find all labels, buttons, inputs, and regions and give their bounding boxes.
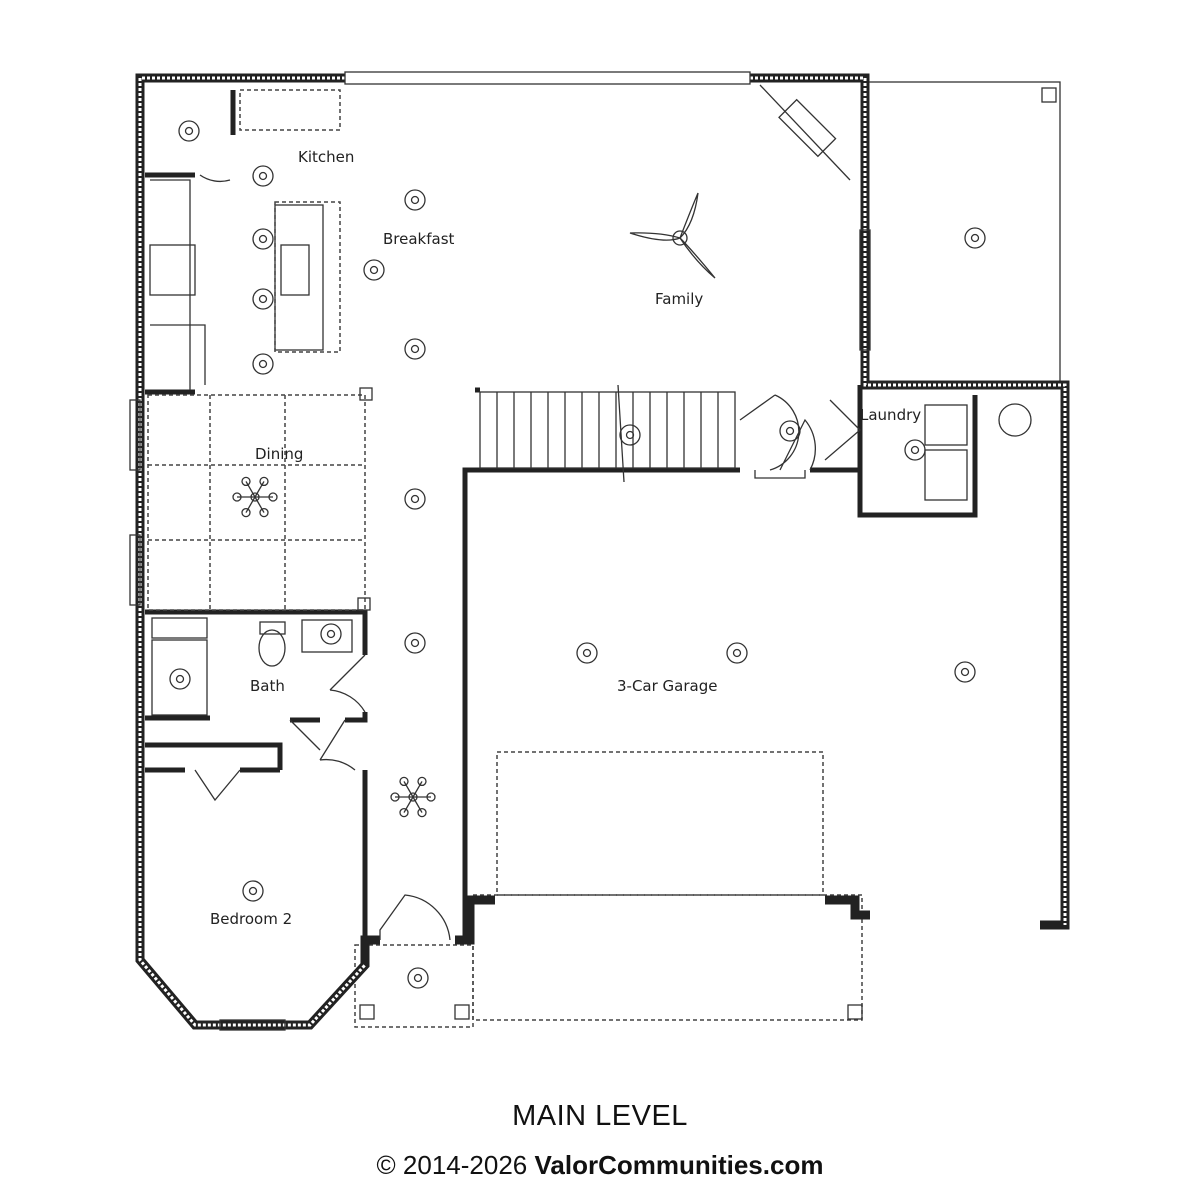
- room-label-kitchen: Kitchen: [298, 148, 354, 166]
- ceiling-light-icon: [404, 632, 426, 654]
- copyright-line: © 2014-2026 ValorCommunities.com: [0, 1150, 1200, 1181]
- chandelier-icon: [232, 476, 278, 518]
- room-label-bath: Bath: [250, 677, 285, 695]
- ceiling-light-icon: [252, 228, 274, 250]
- ceiling-light-icon: [404, 189, 426, 211]
- ceiling-light-icon: [169, 668, 191, 690]
- ceiling-light-icon: [178, 120, 200, 142]
- ceiling-light-icon: [252, 353, 274, 375]
- ceiling-light-icon: [242, 880, 264, 902]
- ceiling-light-icon: [404, 338, 426, 360]
- room-label-family: Family: [655, 290, 703, 308]
- ceiling-light-icon: [619, 424, 641, 446]
- room-label-bedroom-2: Bedroom 2: [210, 910, 292, 928]
- plan-title: MAIN LEVEL: [512, 1100, 688, 1132]
- ceiling-light-icon: [252, 165, 274, 187]
- ceiling-fans: [232, 192, 716, 818]
- copyright-years: © 2014-2026: [376, 1150, 528, 1180]
- ceiling-light-icon: [252, 288, 274, 310]
- exterior-walls: [129, 71, 1070, 1031]
- room-label-dining: Dining: [255, 445, 303, 463]
- brand-link[interactable]: ValorCommunities.com: [534, 1150, 824, 1180]
- ceiling-light-icon: [404, 488, 426, 510]
- ceiling-light-icon: [363, 259, 385, 281]
- ceiling-light-icon: [954, 661, 976, 683]
- room-label-breakfast: Breakfast: [383, 230, 455, 248]
- staircase: [479, 384, 736, 483]
- interior-walls: [145, 84, 1032, 941]
- ceiling-light-icon: [779, 420, 801, 442]
- room-label-garage: 3-Car Garage: [617, 677, 717, 695]
- porch-outlines: [354, 81, 1061, 1028]
- ceiling-light-icon: [964, 227, 986, 249]
- dining-ceiling-grid: [147, 387, 373, 611]
- room-label-laundry: Laundry: [860, 406, 921, 424]
- ceiling-light-icon: [904, 439, 926, 461]
- ceiling-light-icon: [576, 642, 598, 664]
- ceiling-light-icon: [407, 967, 429, 989]
- ceiling-fan-icon: [629, 192, 716, 279]
- chandelier-icon: [390, 776, 436, 818]
- ceiling-light-icon: [320, 623, 342, 645]
- ceiling-light-icon: [726, 642, 748, 664]
- ceiling-lights: [169, 120, 986, 989]
